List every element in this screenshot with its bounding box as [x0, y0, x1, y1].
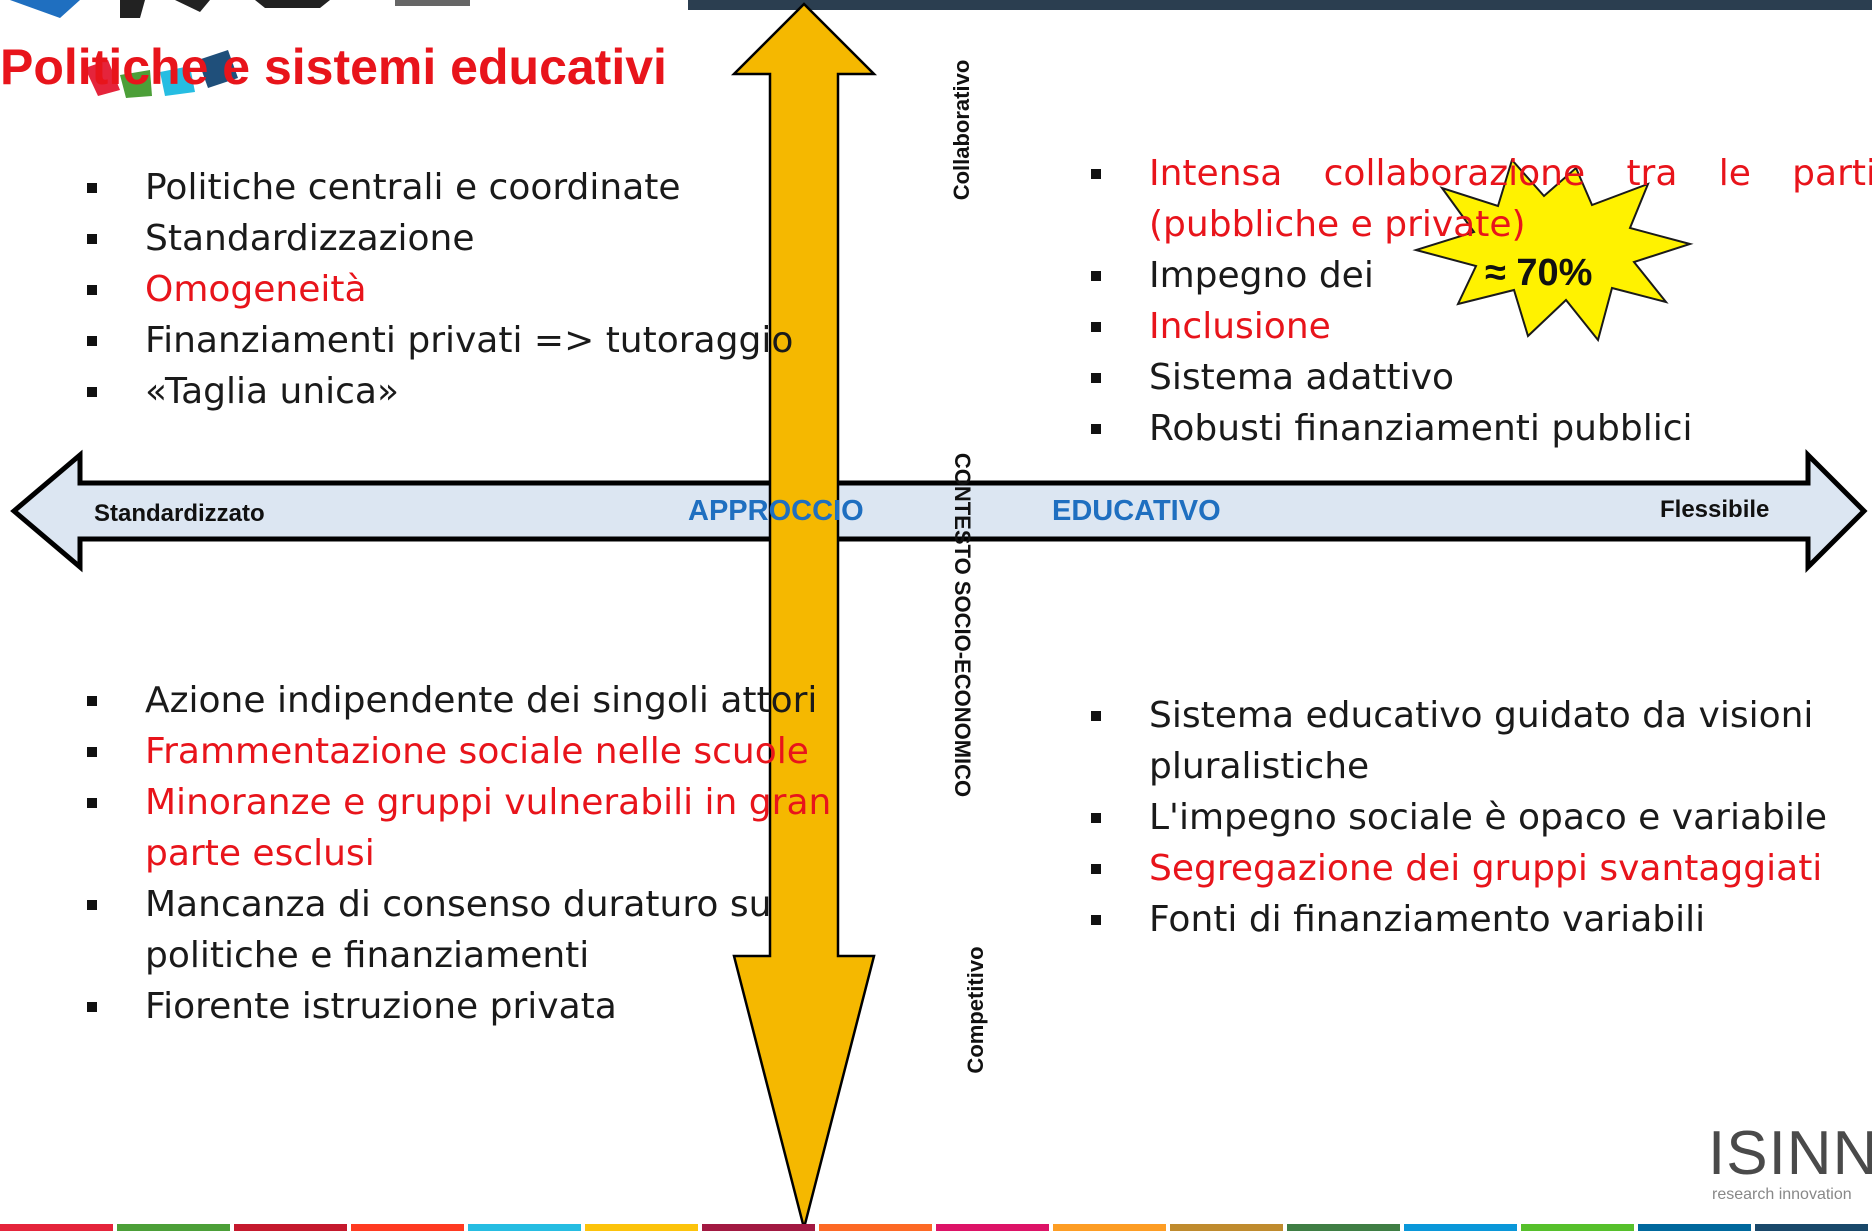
bullet-item: Impegno dei: [1086, 250, 1872, 301]
footer-stripe-segment: [702, 1224, 815, 1231]
bullet-item: Segregazione dei gruppi svantaggiati: [1086, 843, 1872, 894]
bullet-item: L'impegno sociale è opaco e variabile: [1086, 792, 1872, 843]
footer-stripe-segment: [234, 1224, 347, 1231]
logo-fragment-icon: [10, 0, 470, 98]
footer-stripe-segment: [0, 1224, 113, 1231]
bullet-item: «Taglia unica»: [82, 366, 912, 417]
bullet-item: Mancanza di consenso duraturo su politic…: [82, 879, 902, 981]
footer-stripe-segment: [1170, 1224, 1283, 1231]
bullet-item: Standardizzazione: [82, 213, 912, 264]
bullet-item: Omogeneità: [82, 264, 912, 315]
footer-stripe-segment: [585, 1224, 698, 1231]
footer-stripe-segment: [1053, 1224, 1166, 1231]
footer-stripe-segment: [1404, 1224, 1517, 1231]
axis-label-collaborativo: Collaborativo: [949, 59, 974, 201]
quadrant-bottom-right: Sistema educativo guidato da visioni plu…: [1086, 690, 1872, 945]
page-title: Politiche e sistemi educativi: [0, 39, 667, 95]
footer-stripe-segment: [1287, 1224, 1400, 1231]
bullet-item: Politiche centrali e coordinate: [82, 162, 912, 213]
axis-label-contesto: CONTESTO SOCIO-ECONOMICO: [950, 452, 975, 798]
bullet-item: Finanziamenti privati => tutoraggio: [82, 315, 912, 366]
footer-stripe-segment: [936, 1224, 1049, 1231]
bullet-item: Intensa collaborazione tra le parti (pub…: [1086, 148, 1872, 250]
axis-label-educativo: EDUCATIVO: [1052, 495, 1221, 527]
footer-color-stripe: [0, 1224, 1868, 1231]
bullet-item: Fiorente istruzione privata: [82, 981, 902, 1032]
footer-stripe-segment: [1521, 1224, 1634, 1231]
starburst-label: ≈ 70%: [1485, 252, 1593, 294]
bullet-item: Robusti finanziamenti pubblici: [1086, 403, 1872, 454]
footer-stripe-segment: [351, 1224, 464, 1231]
footer-stripe-segment: [1638, 1224, 1751, 1231]
axis-label-competitivo: Competitivo: [963, 946, 988, 1074]
axis-label-approccio: APPROCCIO: [688, 495, 864, 527]
bullet-item: Inclusione: [1086, 301, 1872, 352]
bullet-item: Azione indipendente dei singoli attori: [82, 675, 902, 726]
footer-stripe-segment: [117, 1224, 230, 1231]
bullet-item: Minoranze e gruppi vulnerabili in gran p…: [82, 777, 902, 879]
isinno-tagline: research innovation: [1712, 1186, 1852, 1203]
header-band: [688, 0, 1872, 10]
axis-label-standardizzato: Standardizzato: [94, 500, 265, 527]
axis-label-flessibile: Flessibile: [1660, 496, 1770, 523]
bullet-item: Sistema adattivo: [1086, 352, 1872, 403]
isinno-logo: ISINNO: [1708, 1119, 1872, 1188]
footer-stripe-segment: [1755, 1224, 1868, 1231]
footer-stripe-segment: [468, 1224, 581, 1231]
bullet-item: Sistema educativo guidato da visioni plu…: [1086, 690, 1872, 792]
bullet-item: Fonti di finanziamento variabili: [1086, 894, 1872, 945]
footer-stripe-segment: [819, 1224, 932, 1231]
horizontal-axis-arrow: [10, 448, 1868, 574]
bullet-item: Frammentazione sociale nelle scuole: [82, 726, 902, 777]
quadrant-top-right: Intensa collaborazione tra le parti (pub…: [1086, 148, 1872, 454]
starburst-icon: [1412, 158, 1694, 343]
